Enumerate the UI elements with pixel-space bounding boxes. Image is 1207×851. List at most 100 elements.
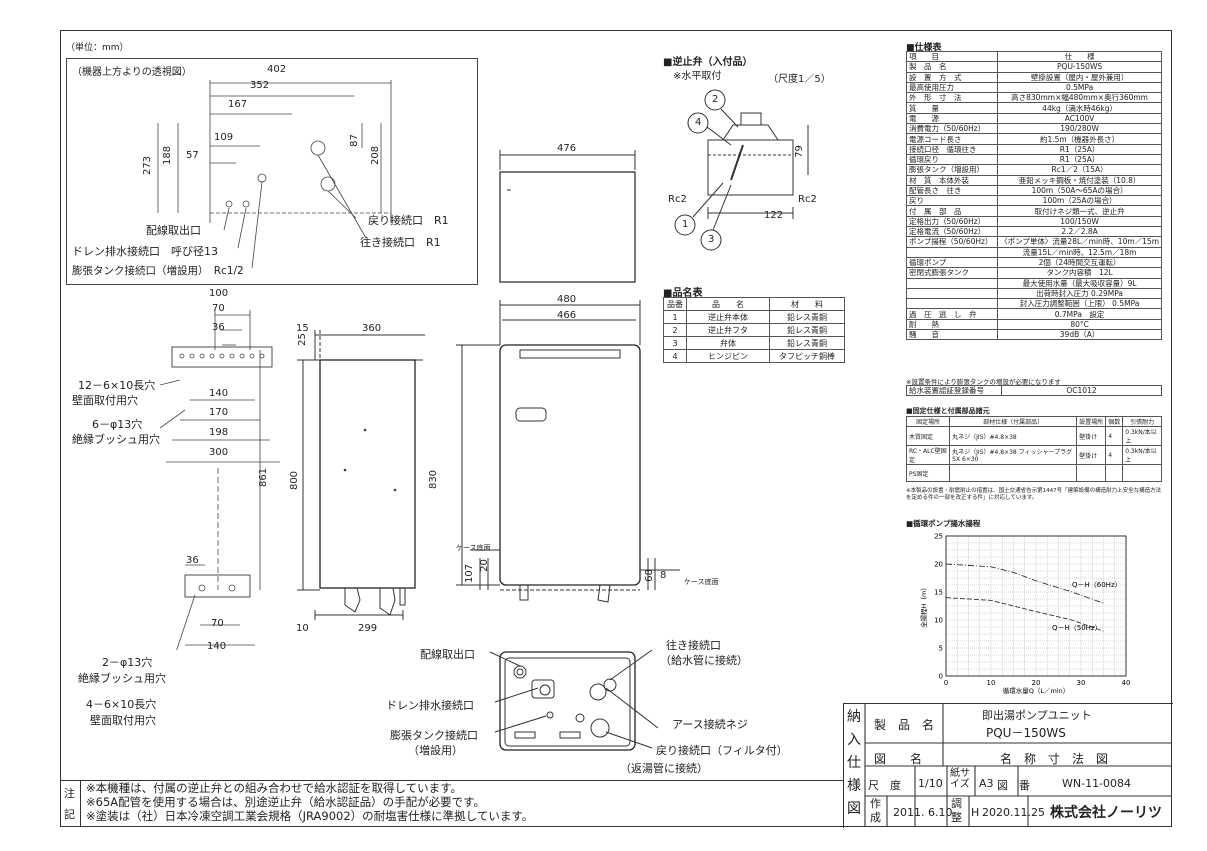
table-row: 膨張タンク（増設用）Rc1／2（15A） xyxy=(905,164,1162,176)
table-row: 2 逆止弁フタ 鉛レス青銅 xyxy=(663,323,845,337)
label-rc2-left: Rc2 xyxy=(668,194,687,205)
parts-cell: 弁体 xyxy=(686,336,770,350)
spec-cell xyxy=(905,298,999,310)
dim-valve-79: 79 xyxy=(793,145,805,158)
parts-cell: タフピッチ銅棒 xyxy=(769,349,845,363)
spec-cell: 2個（24時間交互運転） xyxy=(997,256,1162,269)
check-valve-scale: （尺度1／5） xyxy=(768,74,831,85)
label-wall-mount-hole: 壁面取付用穴 xyxy=(72,394,138,407)
spec-cell: 0.7MPa 設定 xyxy=(997,308,1162,320)
spec-cell: 最高使用圧力 xyxy=(905,81,999,94)
parts-cell: ヒンジピン xyxy=(686,349,770,363)
table-row: 3 弁体 鉛レス青銅 xyxy=(663,336,845,350)
label-drain-bottom: ドレン排水接続口 xyxy=(386,699,474,712)
spec-cell: PQU-150WS xyxy=(997,61,1162,73)
dim-front-20: 20 xyxy=(478,559,490,572)
dim-wall-140: 140 xyxy=(209,388,229,399)
y-tick-label: 20 xyxy=(934,561,943,569)
notes-divider xyxy=(80,780,81,827)
cert-value: OC1012 xyxy=(1001,384,1162,397)
fixing-cell: 木質固定 xyxy=(905,426,951,446)
series-label: Q－H（50Hz） xyxy=(1052,624,1102,632)
table-row: 流量15L／min時、12.5m／18m xyxy=(905,246,1162,258)
front-view-drawing xyxy=(456,300,680,603)
spec-cell xyxy=(905,287,999,300)
spec-cell: 電 源 xyxy=(905,112,999,125)
spec-cell: 循環ポンプ xyxy=(905,256,999,269)
check-valve-title: ■逆止弁（入付品） xyxy=(663,57,753,68)
label-expansion-top: 膨張タンク接続口（増設用） Rc1/2 xyxy=(72,265,244,277)
label-drain-top: ドレン排水接続口 呼び径13 xyxy=(72,245,218,258)
dim-front-480: 480 xyxy=(557,294,577,305)
dim-side-299: 299 xyxy=(358,623,378,634)
spec-cell: 項 目 xyxy=(905,50,999,63)
table-row: 定格電流（50/60Hz）2.2／2.8A xyxy=(905,226,1162,238)
table-row: RC・ALC壁固定丸ネジ（JIS）#4.8×38 フィッシャープラグSX 6×3… xyxy=(905,445,1162,465)
check-valve-sub: ※水平取付 xyxy=(673,71,722,82)
parts-cell: 逆止弁フタ xyxy=(686,323,770,337)
spec-cell: Rc1／2（15A） xyxy=(997,164,1162,176)
cert-table: 給水装置認証登録番号 OC1012 xyxy=(906,384,1162,397)
title-revised-value: 2020.11.25 xyxy=(982,806,1045,819)
fixing-cell: RC・ALC壁固定 xyxy=(905,445,951,465)
series-line xyxy=(945,597,1104,632)
dim-top-208: 208 xyxy=(370,145,382,166)
title-drawing-label: 図 名 xyxy=(874,752,923,766)
spec-cell: 亜鉛メッキ鋼板・焼付塗装（10.8） xyxy=(997,174,1162,186)
balloon-1: 1 xyxy=(682,219,689,230)
fixing-table: 固定場所部材仕様（付属部品）設置場所個数引張耐力木質固定丸ネジ（JIS）#4.8… xyxy=(905,416,1162,482)
front-top-drawing xyxy=(499,150,636,283)
y-tick-label: 0 xyxy=(939,673,943,681)
notes-heading: 注記 xyxy=(64,787,75,821)
fixing-cell: 壁掛け xyxy=(1076,445,1107,465)
balloon-2: 2 xyxy=(712,94,719,105)
spec-cell: R1（25A） xyxy=(997,153,1162,166)
spec-cell: 質 量 xyxy=(905,102,999,114)
title-drawno-label: 図 番 xyxy=(997,779,1030,792)
dim-wall-70-bottom: 70 xyxy=(211,618,224,629)
title-created-label: 作成 xyxy=(870,797,881,824)
title-product-line2: PQU－150WS xyxy=(986,726,1066,740)
unit-note: （単位：mm） xyxy=(66,43,129,53)
label-supply-top: 往き接続口 R1 xyxy=(360,236,441,249)
dim-wall-70: 70 xyxy=(212,303,225,314)
balloon-3: 3 xyxy=(708,234,715,245)
spec-cell: 封入圧力調整範囲（上限） 0.5MPa xyxy=(997,298,1162,310)
label-wall-slot-4: 4－6×10長穴 xyxy=(86,698,157,711)
dim-wall-861: 861 xyxy=(258,467,270,488)
spec-cell: 約1.5m（機器外長さ） xyxy=(997,133,1162,145)
dim-front-476: 476 xyxy=(557,143,577,154)
title-product-label: 製 品 名 xyxy=(874,718,935,732)
dim-top-87: 87 xyxy=(348,134,360,147)
title-drawno-value: WN-11-0084 xyxy=(1062,777,1132,790)
spec-cell xyxy=(905,246,999,258)
title-revised-label: 調整 xyxy=(951,797,962,824)
spec-cell: 過 圧 逃 し 弁 xyxy=(905,308,999,320)
dim-wall-36: 36 xyxy=(212,322,225,333)
spec-cell: 最大使用水量（最大吸収容量）9L xyxy=(997,277,1162,289)
title-revised-mark: H xyxy=(971,806,980,819)
spec-cell: 100m（25Aの場合） xyxy=(997,195,1162,207)
spec-cell: 0.5MPa xyxy=(997,81,1162,94)
dim-wall-300: 300 xyxy=(209,447,229,458)
label-bushing-hole-bottom: 絶縁ブッシュ用穴 xyxy=(78,672,166,685)
spec-cell: 製 品 名 xyxy=(905,61,999,73)
table-row: 消費電力（50/60Hz）190/280W xyxy=(905,123,1162,135)
table-row: 電源コード長さ約1.5m（機器外長さ） xyxy=(905,133,1162,145)
parts-cell: 鉛レス青銅 xyxy=(769,323,845,337)
parts-cell: 4 xyxy=(663,349,687,363)
title-paper-value: A3 xyxy=(979,777,994,790)
fixing-cell xyxy=(1076,464,1107,482)
spec-cell: 接続口径 循環往き xyxy=(905,143,999,155)
dim-side-360: 360 xyxy=(362,323,382,334)
parts-table: 品番 品 名 材 料 1 逆止弁本体 鉛レス青銅 2 逆止弁フタ 鉛レス青銅 3… xyxy=(663,297,845,363)
label-hole-2: 2－φ13穴 xyxy=(102,656,153,669)
dim-top-273: 273 xyxy=(142,155,154,176)
spec-cell: 定格出力（50/60Hz） xyxy=(905,215,999,228)
title-product-line1: 即出湯ポンプユニット xyxy=(982,709,1092,722)
